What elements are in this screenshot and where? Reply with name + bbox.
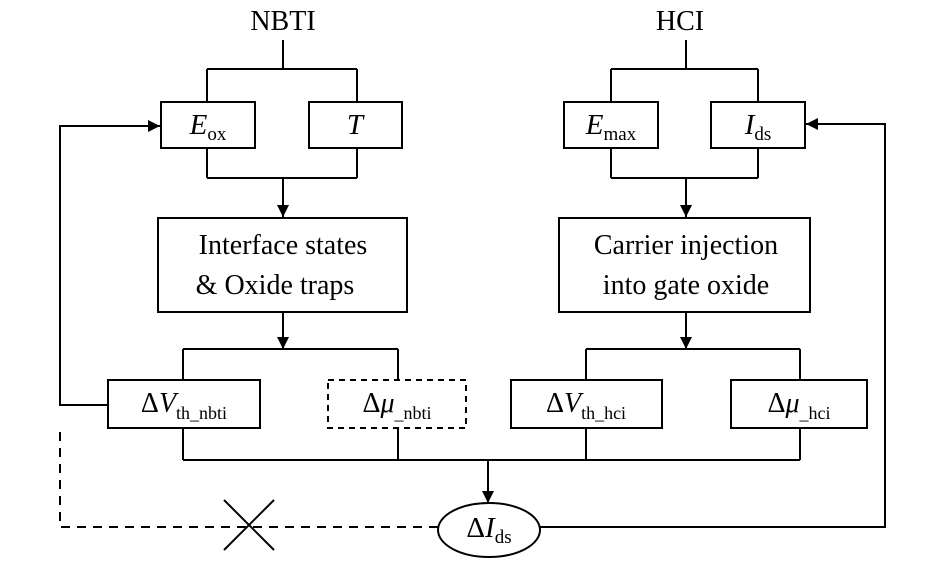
dvth-hci-label: ΔVth_hci xyxy=(546,388,626,423)
hci-mechanism-line1: Carrier injection xyxy=(594,230,778,261)
hci-mechanism-box xyxy=(558,217,811,313)
dmu-nbti-label: Δμ_nbti xyxy=(362,388,431,423)
ids-box xyxy=(710,101,806,149)
t-box xyxy=(308,101,403,149)
dids-ellipse xyxy=(437,502,541,558)
nbti-mechanism-line2: & Oxide traps xyxy=(196,270,355,301)
hci-mechanism-line2: into gate oxide xyxy=(603,270,769,301)
nbti-mechanism-line1: Interface states xyxy=(199,230,368,261)
dids-label: ΔIds xyxy=(466,512,511,548)
dvth-nbti-box xyxy=(107,379,261,429)
hci-title: HCI xyxy=(656,6,704,37)
eox-box xyxy=(160,101,256,149)
feedback-vth-to-eox xyxy=(59,120,160,406)
dmu-nbti-box xyxy=(327,379,467,429)
dvth-nbti-label: ΔVth_nbti xyxy=(141,388,227,423)
eox-label: Eox xyxy=(189,109,227,145)
emax-label: Emax xyxy=(585,109,637,145)
dmu-hci-box xyxy=(730,379,868,429)
nbti-title: NBTI xyxy=(250,6,315,37)
nbti-mechanism-box xyxy=(157,217,408,313)
dvth-hci-box xyxy=(510,379,663,429)
emax-box xyxy=(563,101,659,149)
ids-input-label: Ids xyxy=(744,109,772,145)
dmu-hci-label: Δμ_hci xyxy=(767,388,830,423)
blocked-feedback-path xyxy=(59,425,438,528)
t-label: T xyxy=(347,109,365,141)
feedback-ids-to-ids xyxy=(540,118,886,528)
blocked-cross-b xyxy=(223,499,275,551)
